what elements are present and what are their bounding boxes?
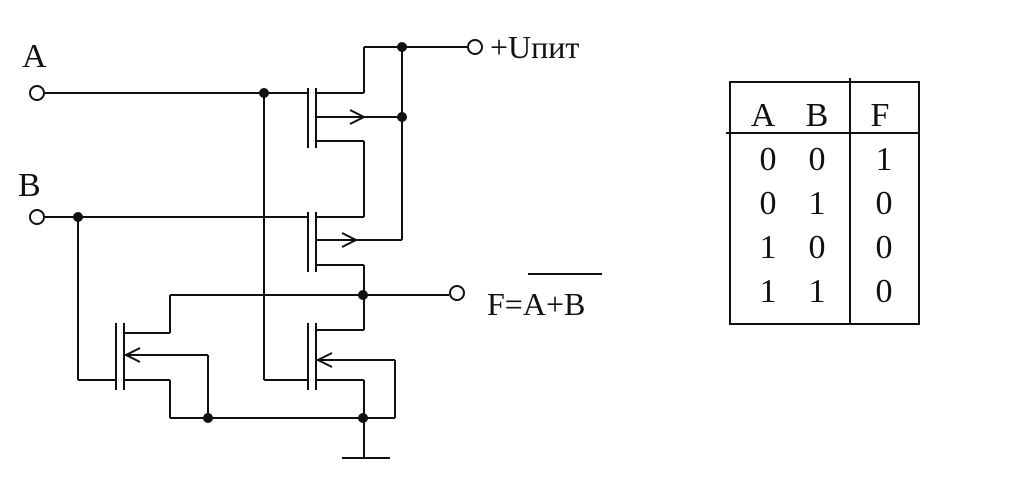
cell-a: 1 (760, 273, 777, 310)
truth-table-header-a: A (751, 97, 776, 134)
pmos-transistor-b (307, 212, 402, 272)
truth-table-border (729, 81, 920, 325)
output-prefix: F= (487, 286, 523, 322)
input-b-label: B (18, 167, 41, 204)
cell-a: 1 (760, 229, 777, 266)
schematic: A B +Uпит F=A+B (18, 29, 602, 459)
truth-table-header-f: F (871, 97, 890, 134)
output-label: F=A+B (487, 286, 585, 322)
supply-terminal (467, 39, 483, 55)
pmos-transistor-a (307, 88, 367, 148)
nmos-transistor-b (115, 323, 208, 390)
cell-b: 0 (809, 141, 826, 178)
table-row: 1 1 0 (760, 273, 893, 310)
nmos-transistor-a (307, 323, 395, 390)
cell-f: 0 (876, 185, 893, 222)
supply-label: +Uпит (490, 29, 579, 65)
output-expression: A+B (523, 286, 586, 322)
output-terminal (449, 285, 465, 301)
cell-b: 1 (809, 273, 826, 310)
cell-f: 1 (876, 141, 893, 178)
cell-b: 0 (809, 229, 826, 266)
table-row: 0 0 1 (760, 141, 893, 178)
truth-table: A B F 0 0 1 0 1 0 1 0 0 1 1 0 (726, 78, 920, 325)
cell-a: 0 (760, 141, 777, 178)
cell-f: 0 (876, 273, 893, 310)
cell-f: 0 (876, 229, 893, 266)
junction-dots (73, 42, 407, 423)
table-row: 0 1 0 (760, 185, 893, 222)
input-a-label: A (22, 38, 47, 75)
truth-table-header-b: B (806, 97, 829, 134)
cell-a: 0 (760, 185, 777, 222)
input-a-terminal (29, 85, 45, 101)
input-b-terminal (29, 209, 45, 225)
table-row: 1 0 0 (760, 229, 893, 266)
cell-b: 1 (809, 185, 826, 222)
